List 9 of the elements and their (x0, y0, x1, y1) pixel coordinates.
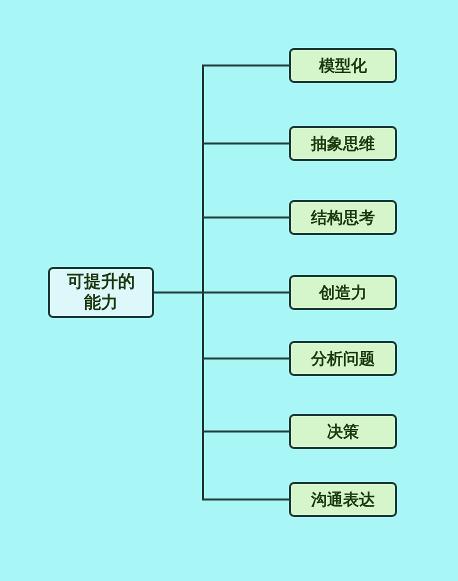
topic-box: 分析问题 (289, 341, 397, 376)
topic-box: 抽象思维 (289, 126, 397, 161)
root-box: 可提升的能力 (48, 267, 154, 318)
topic-box: 沟通表达 (289, 482, 397, 517)
connector-line (154, 292, 289, 500)
topic-box: 决策 (289, 414, 397, 449)
topic-box: 创造力 (289, 275, 397, 310)
topic-box: 模型化 (289, 48, 397, 83)
topic-box: 结构思考 (289, 200, 397, 235)
